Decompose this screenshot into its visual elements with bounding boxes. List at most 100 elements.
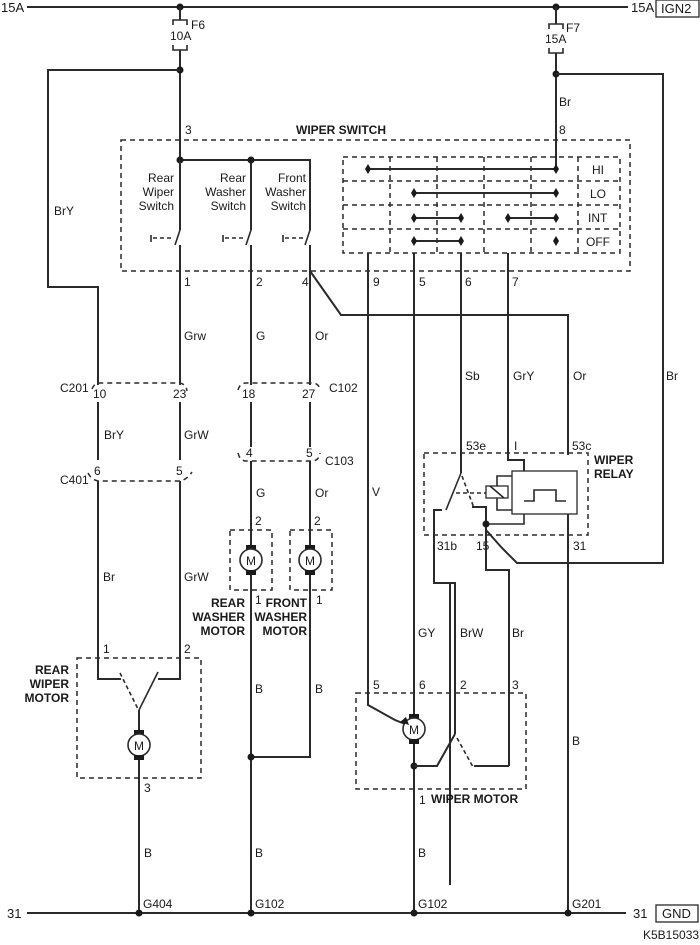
relay-pin-15: 15 bbox=[476, 539, 490, 553]
motor-label: WIPER MOTOR bbox=[431, 792, 518, 806]
connector-pin: 18 bbox=[242, 387, 256, 401]
rear-washer-motor: 2 M 1 REAR WASHER MOTOR bbox=[192, 514, 273, 885]
motor-label: WIPER bbox=[30, 677, 70, 691]
connector-name: C102 bbox=[329, 381, 358, 395]
junction-dot bbox=[482, 520, 490, 528]
motor-label: FRONT bbox=[266, 596, 308, 610]
position-lo: LO bbox=[590, 187, 606, 201]
pin-label: 2 bbox=[256, 275, 263, 289]
wire-color-grw-mid: GrW bbox=[184, 428, 209, 442]
motor-label: WASHER bbox=[192, 610, 245, 624]
relay-title: RELAY bbox=[594, 467, 634, 481]
pin-label: 4 bbox=[302, 275, 309, 289]
ground-label: G201 bbox=[572, 897, 602, 911]
ground-point bbox=[410, 909, 418, 917]
wire-color-or-relay: Or bbox=[573, 369, 586, 383]
fuse-f6-rating: 10A bbox=[170, 29, 191, 43]
switch-label: Switch bbox=[139, 199, 174, 213]
wire-color-b: B bbox=[572, 734, 580, 748]
connector-c102: C102 18 27 bbox=[237, 381, 358, 401]
wire-color-gry: GrY bbox=[513, 369, 534, 383]
wiper-switch: WIPER SWITCH 3 8 Rear Wiper Switch Rear … bbox=[120, 123, 631, 289]
wire-color-g: G bbox=[256, 329, 265, 343]
position-off: OFF bbox=[586, 235, 610, 249]
motor-symbol: M bbox=[134, 739, 144, 753]
relay-title: WIPER bbox=[594, 453, 634, 467]
switch-contact-icon bbox=[174, 229, 181, 246]
wiper-switch-pin-3: 3 bbox=[185, 123, 192, 137]
ground-point bbox=[135, 909, 143, 917]
motor-pin: 6 bbox=[419, 678, 426, 692]
ground-rail: G404 G102 G102 G201 31 31 GND bbox=[7, 885, 699, 923]
fuse-icon bbox=[172, 19, 188, 25]
ign2-tag-box bbox=[655, 0, 700, 18]
wiper-switch-title: WIPER SWITCH bbox=[296, 123, 386, 137]
wire-color-b: B bbox=[418, 846, 426, 860]
wire-color-brw: BrW bbox=[460, 626, 484, 640]
wire-gry bbox=[507, 253, 525, 472]
wire-color-br-motor: Br bbox=[512, 626, 524, 640]
ground-label: G102 bbox=[255, 897, 285, 911]
motor-pin: 1 bbox=[419, 793, 426, 807]
connector-pin: 5 bbox=[176, 464, 183, 478]
relay-pin-53c: 53c bbox=[572, 439, 591, 453]
ground-rail-right-label: 31 bbox=[633, 906, 647, 921]
power-rail: 15A 15A IGN2 bbox=[1, 0, 700, 18]
connector-pin: 5 bbox=[306, 446, 313, 460]
wire-color-bry-top: BrY bbox=[54, 204, 74, 218]
switch-position-matrix: HI LO INT OFF bbox=[342, 155, 621, 254]
ign2-tag-label: IGN2 bbox=[661, 1, 691, 16]
motor-symbol: M bbox=[246, 554, 256, 568]
pin-label: 1 bbox=[184, 275, 191, 289]
motor-label: REAR bbox=[35, 663, 69, 677]
connector-pin: 4 bbox=[246, 446, 253, 460]
connector-c401: C401 6 5 bbox=[60, 464, 193, 487]
connector-pin: 6 bbox=[94, 464, 101, 478]
ground-point bbox=[247, 909, 255, 917]
rear-washer-switch: Rear Washer Switch bbox=[205, 171, 252, 271]
motor-pin: 2 bbox=[460, 678, 467, 692]
ground-point bbox=[564, 909, 572, 917]
motor-symbol: M bbox=[305, 554, 315, 568]
wiper-switch-housing bbox=[120, 139, 631, 272]
motor-symbol: M bbox=[409, 723, 419, 737]
wire-or-relay bbox=[309, 270, 569, 455]
fuse-f7: F7 15A Br bbox=[545, 7, 580, 155]
switch-label: Switch bbox=[211, 199, 246, 213]
wire-br-right bbox=[485, 73, 664, 564]
fuse-f7-rating: 15A bbox=[545, 32, 566, 46]
relay-pin-53e: 53e bbox=[466, 439, 486, 453]
connector-name: C103 bbox=[325, 454, 354, 468]
wire-color-b: B bbox=[255, 682, 263, 696]
wire-color-or-mid: Or bbox=[315, 486, 328, 500]
switch-contact-icon bbox=[245, 229, 252, 246]
ground-label: G404 bbox=[143, 897, 173, 911]
wire-color-b: B bbox=[315, 682, 323, 696]
rear-wiper-motor: 1 2 M 3 REAR WIPER MOTOR bbox=[25, 642, 202, 885]
wire-color-br: Br bbox=[559, 95, 571, 109]
front-washer-switch: Front Washer Switch bbox=[265, 171, 311, 271]
switch-label: Switch bbox=[271, 199, 306, 213]
gnd-tag-box bbox=[655, 904, 699, 923]
wire-color-b: B bbox=[144, 846, 152, 860]
relay-timer-icon bbox=[511, 470, 578, 515]
rear-wiper-switch: Rear Wiper Switch bbox=[139, 171, 181, 271]
switch-contact-icon bbox=[304, 229, 311, 246]
motor-pin: 2 bbox=[314, 514, 321, 528]
wire-color-br-rear: Br bbox=[103, 570, 115, 584]
position-hi: HI bbox=[592, 163, 604, 177]
connector-pin: 10 bbox=[93, 387, 107, 401]
motor-label: REAR bbox=[211, 596, 245, 610]
ground-label: G102 bbox=[418, 897, 448, 911]
switch-label: Rear bbox=[220, 171, 246, 185]
junction-dot bbox=[247, 156, 255, 164]
wire-color-or: Or bbox=[315, 329, 328, 343]
wire-color-grw-rear: GrW bbox=[184, 570, 209, 584]
wire-color-br-right: Br bbox=[666, 369, 678, 383]
relay-contact-icon bbox=[445, 472, 462, 511]
fuse-f6-name: F6 bbox=[191, 18, 205, 32]
wire-color-b: B bbox=[255, 846, 263, 860]
switch-label: Washer bbox=[205, 185, 246, 199]
connector-name: C201 bbox=[60, 381, 89, 395]
